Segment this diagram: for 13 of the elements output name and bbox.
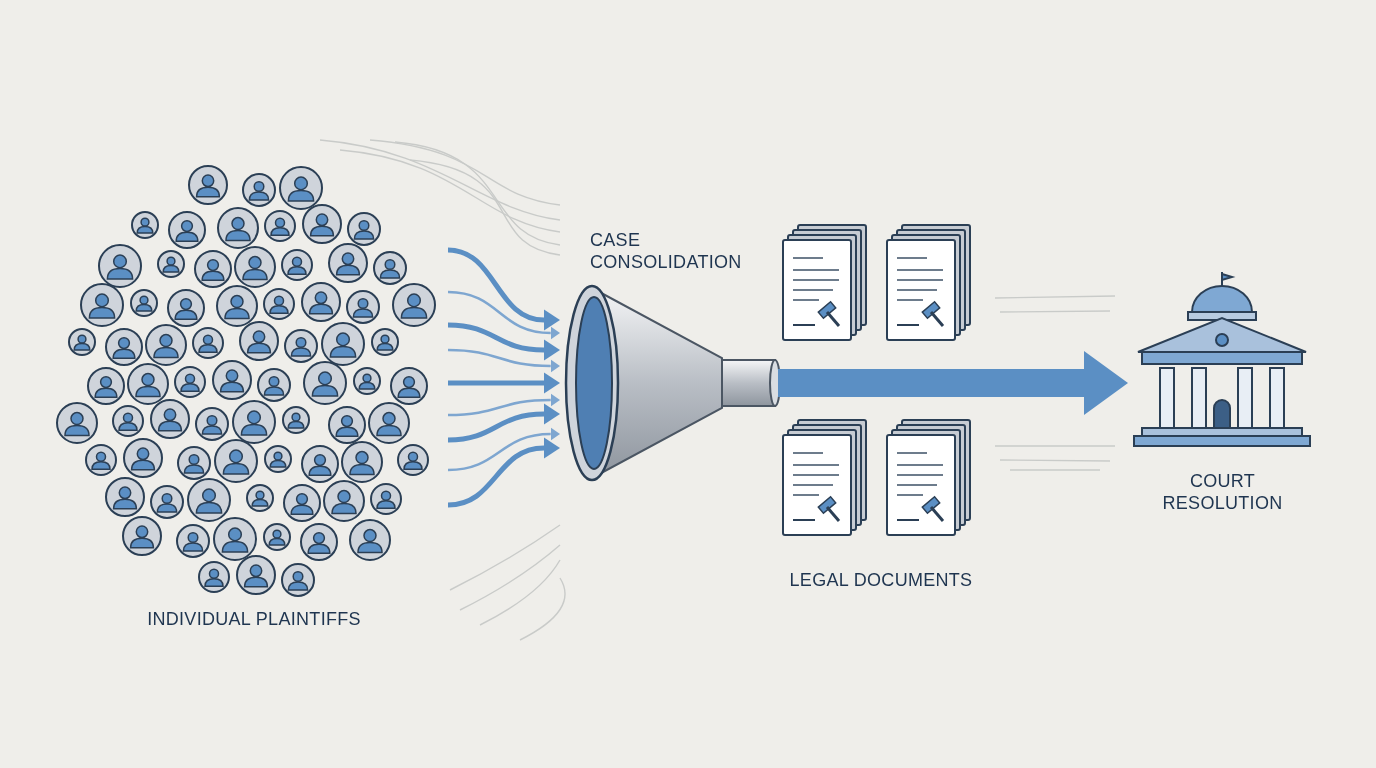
- arrow: [447, 322, 560, 361]
- arrow: [447, 290, 560, 340]
- arrow: [447, 437, 560, 508]
- arrow: [447, 427, 560, 472]
- arrow: [447, 393, 560, 417]
- node-label: COURT RESOLUTION: [1161, 470, 1284, 514]
- arrow: [447, 403, 560, 443]
- node-label: CASE CONSOLIDATION: [590, 229, 743, 273]
- arrow: [448, 372, 560, 394]
- arrow: [447, 348, 560, 373]
- node-label: LEGAL DOCUMENTS: [788, 569, 974, 591]
- arrow: [447, 247, 560, 331]
- node-label: INDIVIDUAL PLAINTIFFS: [146, 608, 362, 630]
